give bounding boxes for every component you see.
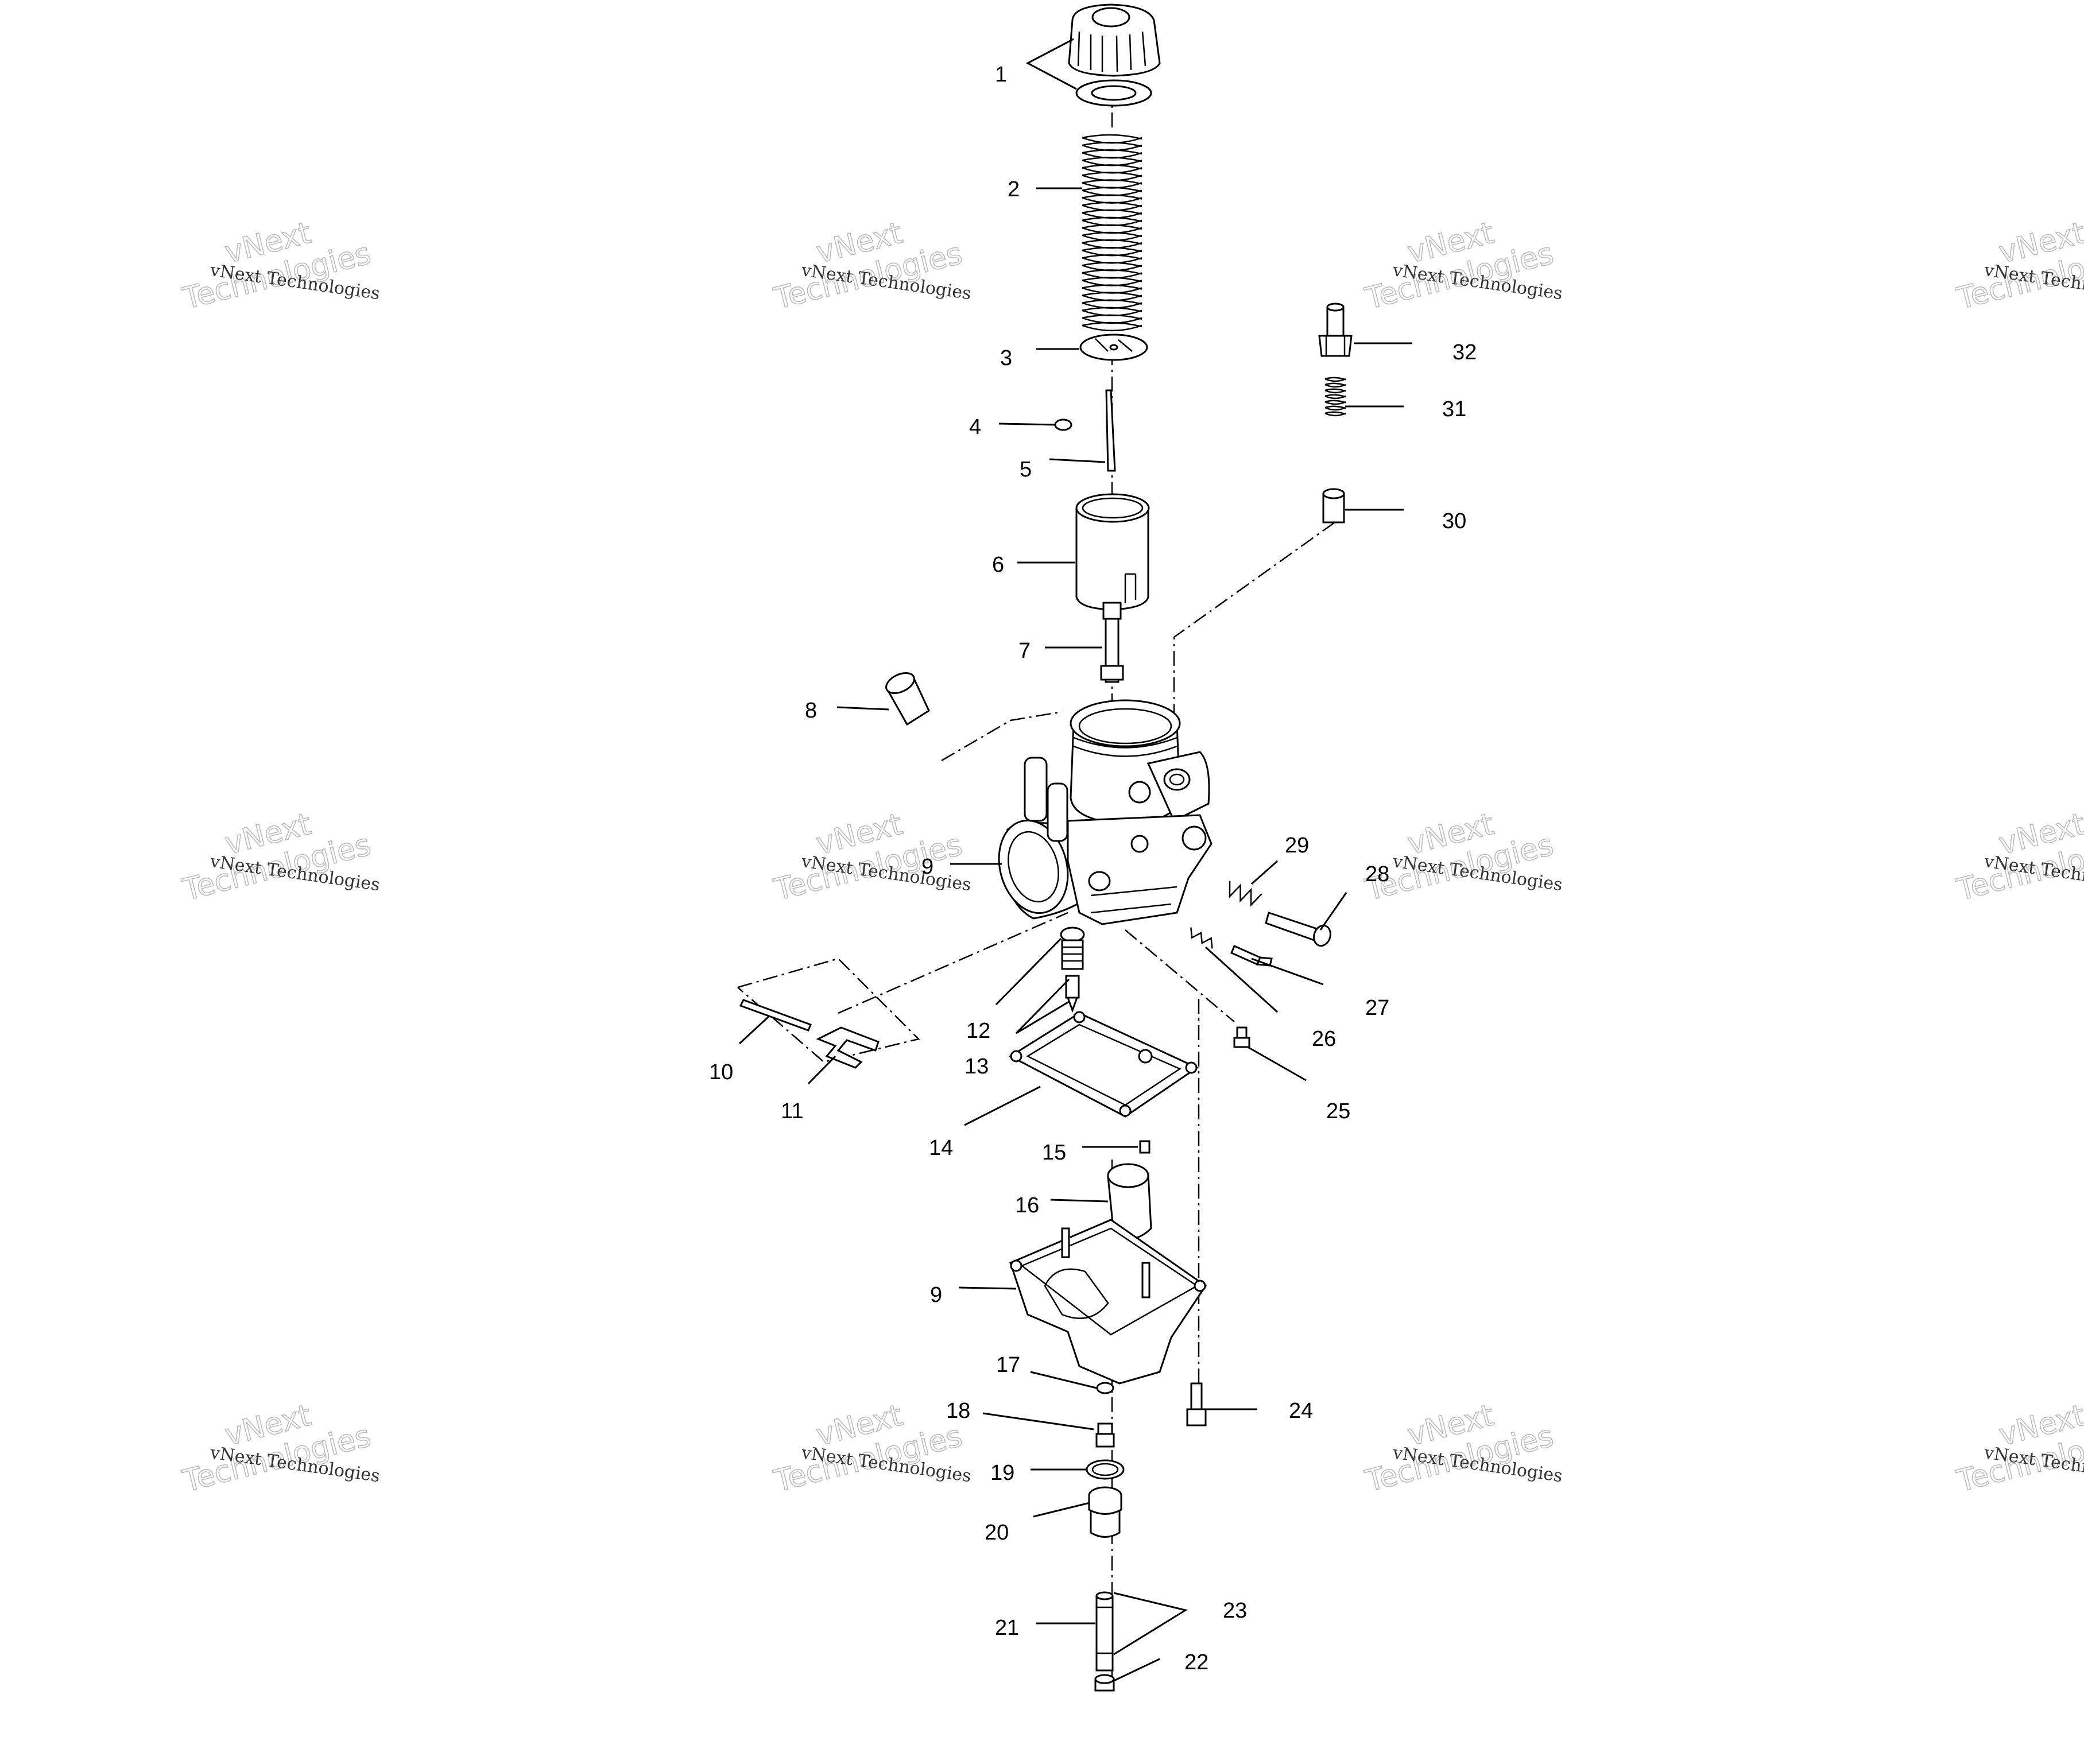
callout-11: 11: [781, 1099, 803, 1123]
callout-18: 18: [946, 1399, 970, 1423]
watermark: Technologies vNext: [1953, 807, 2084, 908]
part-32-nut: [1318, 303, 1353, 357]
part-2-spring: [1080, 132, 1144, 339]
callout-22: 22: [1184, 1650, 1208, 1674]
part-7-needle-jet: [1100, 602, 1124, 683]
watermark: Technologies vNext: [179, 807, 374, 908]
callout-13: 13: [964, 1054, 989, 1079]
part-5-needle: [1105, 389, 1116, 472]
leader-lines: [738, 38, 1412, 1682]
part-16-float: [1107, 1163, 1152, 1240]
callout-29: 29: [1285, 833, 1309, 858]
callout-3: 3: [1000, 346, 1012, 370]
callout-20: 20: [985, 1521, 1009, 1545]
watermark: Technologies vNext: [1361, 807, 1557, 908]
callout-8: 8: [805, 699, 817, 723]
callout-31: 31: [1442, 397, 1466, 421]
part-26-spring: [1190, 927, 1213, 949]
callout-19: 19: [990, 1461, 1014, 1485]
part-27-screw: [1230, 945, 1273, 967]
callout-15: 15: [1042, 1141, 1066, 1165]
part-14-gasket: [1008, 1011, 1199, 1118]
part-6-slide: [1075, 493, 1150, 611]
part-10-pin: [739, 999, 812, 1032]
watermark: Technologies vNext: [1361, 215, 1557, 317]
part-3-plate: [1079, 334, 1148, 361]
watermark: Technologies vNext: [770, 807, 966, 908]
part-17-washer: [1096, 1382, 1114, 1394]
part-4-clip: [1054, 418, 1072, 431]
callout-21: 21: [995, 1616, 1019, 1640]
watermark: Technologies vNext: [770, 1398, 966, 1499]
part-31-spring: [1324, 377, 1346, 417]
part-13-needle-valve: [1065, 975, 1080, 1013]
part-25-pilot-jet: [1233, 1026, 1250, 1048]
part-8-cap: [885, 672, 930, 726]
part-21-tube: [1095, 1591, 1114, 1672]
watermark: Technologies vNext: [1953, 215, 2084, 317]
part-28-air-screw: [1265, 912, 1331, 947]
callout-4: 4: [969, 415, 981, 439]
callout-12: 12: [966, 1019, 990, 1043]
part-22-screw: [1094, 1674, 1115, 1692]
callout-25: 25: [1326, 1099, 1350, 1123]
callout-27: 27: [1365, 996, 1389, 1020]
part-19-o-ring: [1086, 1459, 1125, 1480]
part-30-plunger: [1322, 488, 1345, 524]
part-20-plug: [1088, 1486, 1122, 1538]
part-11-bracket: [816, 1026, 880, 1069]
callout-labels: 1 2 3 4 5 6 7 8 9 10 11 12 13 14 15 16 9…: [709, 63, 1477, 1674]
callout-9-lower: 9: [930, 1283, 942, 1307]
callout-7: 7: [1018, 639, 1031, 663]
watermark: Technologies vNext: [770, 215, 966, 317]
watermark: Technologies vNext: [1361, 1398, 1557, 1499]
callout-9-upper: 9: [921, 855, 933, 879]
part-1-cap: [1068, 3, 1161, 107]
callout-2: 2: [1008, 177, 1020, 201]
callout-32: 32: [1452, 340, 1477, 365]
part-15-pin: [1139, 1140, 1151, 1154]
callout-14: 14: [929, 1136, 953, 1160]
callout-24: 24: [1289, 1399, 1313, 1423]
callout-5: 5: [1020, 458, 1032, 482]
part-24-bolt: [1186, 1382, 1207, 1426]
part-18-main-jet: [1095, 1422, 1115, 1448]
callout-30: 30: [1442, 509, 1466, 533]
callout-28: 28: [1365, 862, 1389, 886]
carburetor-body: [998, 699, 1213, 925]
callout-23: 23: [1223, 1599, 1247, 1623]
watermark: Technologies vNext: [1953, 1398, 2084, 1499]
part-9-float-bowl: [1009, 1219, 1207, 1385]
callout-17: 17: [996, 1353, 1020, 1377]
callout-26: 26: [1312, 1027, 1336, 1051]
watermark: Technologies vNext: [179, 1398, 374, 1499]
callout-16: 16: [1015, 1193, 1039, 1218]
callout-6: 6: [992, 553, 1004, 577]
part-29-spring: [1229, 881, 1262, 907]
callout-1: 1: [995, 63, 1007, 87]
part-12-valve-seat: [1060, 926, 1085, 970]
callout-10: 10: [709, 1060, 733, 1084]
watermark: Technologies vNext: [179, 215, 374, 317]
